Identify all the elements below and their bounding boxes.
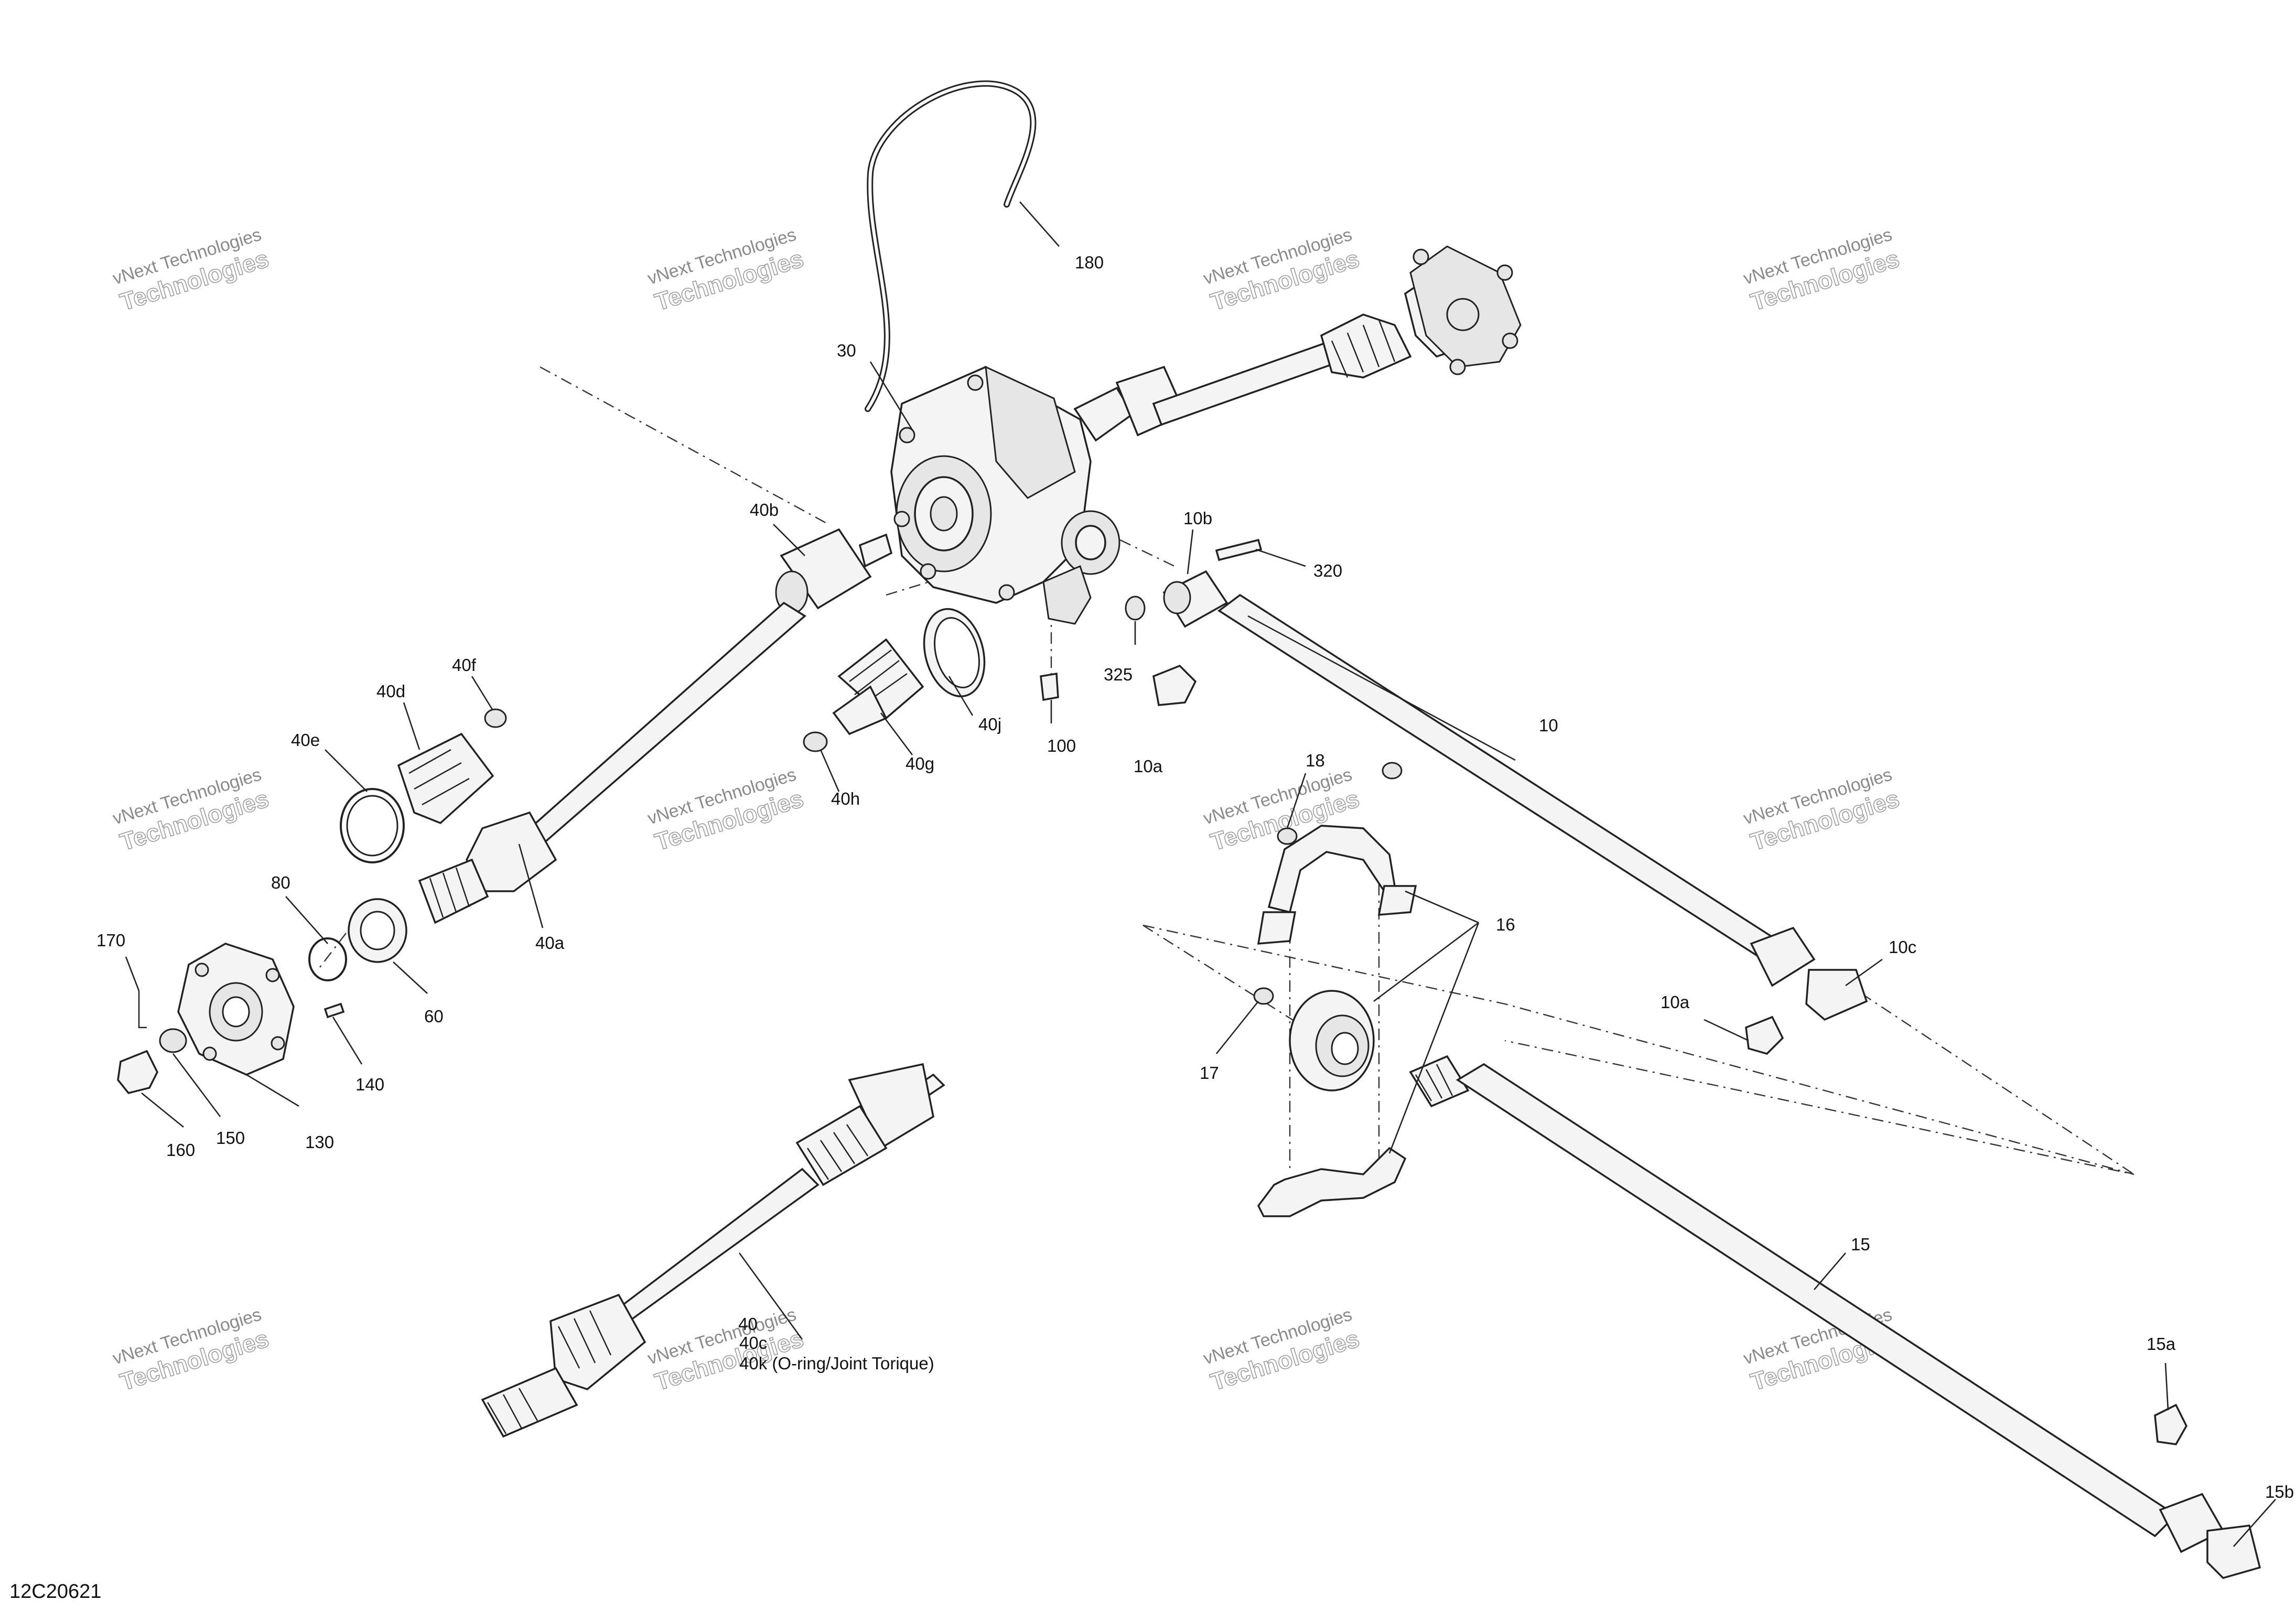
leader-lines: [125, 201, 2276, 1547]
callout-labels: 180 30 40b 10b 320 325 100 10a 40j 40g 4…: [96, 253, 2294, 1501]
breather-hose-180: [865, 80, 1037, 412]
callout-100: 100: [1047, 736, 1076, 755]
callout-10: 10: [1539, 716, 1558, 735]
callout-40h: 40h: [831, 789, 860, 808]
axle-40-40c: [481, 1063, 945, 1438]
callout-15a: 15a: [2147, 1334, 2176, 1354]
callout-40b: 40b: [750, 500, 779, 520]
callout-320: 320: [1313, 561, 1342, 580]
center-bearing-16-17-18: [1253, 762, 1417, 1217]
callout-30: 30: [837, 341, 856, 360]
wheel-hub-assembly: [117, 898, 407, 1094]
document-id: 12C20621: [9, 1581, 101, 1603]
callout-80: 80: [271, 873, 290, 892]
callout-18: 18: [1306, 751, 1325, 770]
callout-15b: 15b: [2265, 1482, 2294, 1501]
callout-180: 180: [1075, 253, 1104, 272]
callout-325: 325: [1104, 665, 1133, 684]
callout-16: 16: [1496, 915, 1515, 934]
callout-40f: 40f: [452, 655, 477, 675]
boots-clamps-40d-40e-40f: [340, 708, 507, 863]
callout-40e: 40e: [291, 730, 320, 750]
axle-40a-40b: [418, 528, 893, 924]
callout-10b: 10b: [1183, 509, 1212, 528]
callout-130: 130: [305, 1132, 334, 1152]
callout-150: 150: [216, 1128, 245, 1148]
callout-40j: 40j: [978, 715, 1001, 734]
callout-40: 40: [738, 1314, 758, 1334]
callout-40d: 40d: [376, 682, 405, 701]
callout-40g: 40g: [906, 754, 934, 773]
boots-seals-40g-40j-40h: [803, 608, 986, 752]
callout-40a: 40a: [535, 933, 565, 953]
prop-shaft-10: [1217, 593, 1868, 1055]
callout-17: 17: [1200, 1063, 1219, 1083]
upper-right-axle: [1073, 245, 1522, 442]
callout-60: 60: [424, 1007, 444, 1026]
prop-shaft-15: [1409, 1055, 2261, 1579]
assembly-guide-lines: [319, 366, 2135, 1175]
callout-40c: 40c: [739, 1333, 767, 1353]
differential-30: [890, 365, 1120, 625]
callout-40k: 40k (O-ring/Joint Torique): [739, 1354, 934, 1373]
callout-140: 140: [355, 1075, 384, 1094]
callout-10c: 10c: [1889, 937, 1916, 957]
callout-170: 170: [96, 931, 125, 950]
u-joint-fasteners: [1040, 538, 1263, 706]
callout-160: 160: [166, 1140, 195, 1160]
callout-15: 15: [1851, 1235, 1870, 1254]
callout-10a-top: 10a: [1134, 756, 1163, 776]
callout-10a-bottom: 10a: [1661, 992, 1690, 1012]
